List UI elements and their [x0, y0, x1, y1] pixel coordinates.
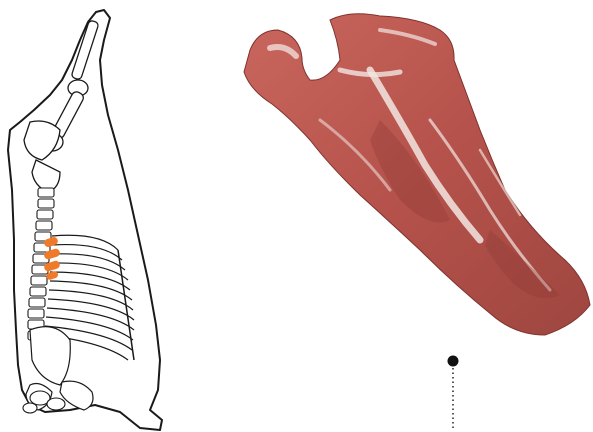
- marker-dot: [448, 356, 459, 367]
- pointer-marker-svg: [440, 350, 470, 432]
- pointer-marker: [440, 350, 470, 432]
- carcass-svg: [0, 0, 200, 432]
- beef-cut-svg: [230, 0, 593, 350]
- beef-cut-photo: [230, 0, 593, 350]
- carcass-skeleton-diagram: [0, 0, 200, 432]
- carcass-outline: [8, 10, 162, 430]
